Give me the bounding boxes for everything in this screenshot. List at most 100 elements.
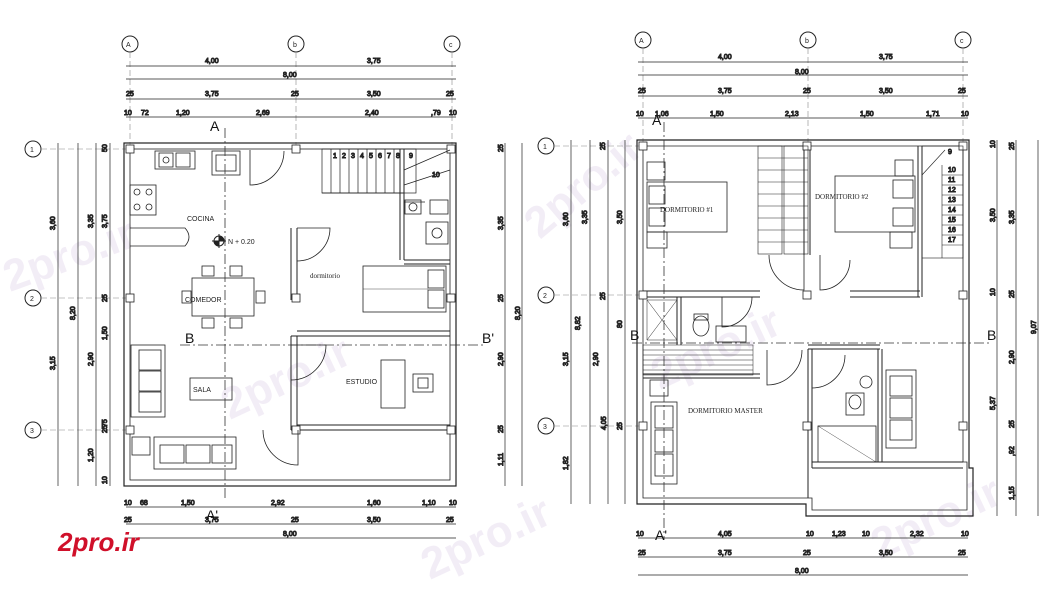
dim-text: 1,71 (926, 111, 940, 118)
grid-row-2: 2 (543, 293, 547, 300)
dim-text: 4,00 (718, 54, 732, 61)
section-label-a-prime: A' (206, 507, 218, 523)
step-number: 8 (396, 153, 400, 160)
bedroom-2-furniture (834, 159, 916, 249)
step-number: 7 (387, 153, 391, 160)
doors (721, 254, 851, 389)
left-floor-plan: A b c 1 2 3 4,00 3,75 8,00 25 3,75 25 3,… (24, 35, 523, 539)
kitchen-fixtures (129, 150, 241, 247)
step-number: 2 (342, 153, 346, 160)
step-number: 13 (948, 197, 956, 204)
dim-text: 25 (600, 142, 607, 150)
step-number: 6 (378, 153, 382, 160)
room-label-study: ESTUDIO (346, 379, 378, 386)
grid-col-b: b (293, 42, 297, 49)
section-lines (632, 122, 990, 540)
dim-text: 25 (1009, 142, 1016, 150)
dim-text: 1,50 (102, 326, 109, 340)
exterior-wall (123, 142, 457, 487)
dim-text: 25 (638, 550, 646, 557)
right-dimensions (504, 143, 523, 486)
dim-text: 2,90 (498, 352, 505, 366)
dim-text: 25 (446, 517, 454, 524)
dim-text: 1,50 (860, 111, 874, 118)
dim-text: 1,60 (367, 500, 381, 507)
dim-text: 1,82 (563, 456, 570, 470)
dim-text: 10 (124, 110, 132, 117)
step-number: 1 (333, 153, 337, 160)
step-number: 5 (369, 153, 373, 160)
exterior-wall-inner (129, 148, 451, 481)
section-label-b: B (185, 330, 194, 346)
grid-col-c: c (960, 38, 964, 45)
right-floor-plan: A b c 1 2 3 4,00 3,75 8,00 25 3,75 25 3,… (537, 31, 1039, 576)
dim-text: 10 (990, 288, 997, 296)
dim-text: 10 (124, 500, 132, 507)
section-label-a: A (652, 112, 662, 128)
dim-text: 1,50 (181, 500, 195, 507)
step-number: 12 (948, 187, 956, 194)
dim-text: 2,92 (271, 500, 285, 507)
step-number: 3 (351, 153, 355, 160)
dim-text: 25 (102, 294, 109, 302)
dim-text: 2,32 (910, 531, 924, 538)
step-number: 16 (948, 227, 956, 234)
step-number: 17 (948, 237, 956, 244)
structural-columns (125, 144, 456, 435)
dim-text: 2,90 (1009, 350, 1016, 364)
dim-text: 1,15 (1009, 486, 1016, 500)
dim-text: 1,20 (176, 110, 190, 117)
side-stair (921, 145, 964, 259)
dim-text: 10 (636, 531, 644, 538)
dim-text: 8,00 (795, 69, 809, 76)
level-marker (212, 234, 226, 248)
dim-text: 3,60 (563, 212, 570, 226)
dining-table (181, 265, 266, 329)
dim-text: 1,06 (655, 111, 669, 118)
dim-text: 25 (617, 422, 624, 430)
dim-text: 25 (498, 144, 505, 152)
dim-text: 3,75 (718, 88, 732, 95)
watermark-text: 2pro.ir (214, 327, 359, 429)
dim-text: 2,69 (256, 110, 270, 117)
dim-text: 10 (961, 111, 969, 118)
dim-text: 10 (961, 531, 969, 538)
top-dimensions (638, 61, 968, 119)
section-label-a-prime: A' (655, 527, 667, 543)
dim-text: 25 (958, 550, 966, 557)
step-number: 9 (948, 149, 952, 156)
dim-text: 3,50 (879, 88, 893, 95)
section-label-b: B (630, 327, 639, 343)
section-label-b-prime: B (987, 327, 996, 343)
grid-row-3: 3 (30, 428, 34, 435)
dim-text: 3,50 (617, 210, 624, 224)
dim-text: 8,00 (283, 72, 297, 79)
watermark-text: 2pro.ir (644, 297, 789, 399)
exterior-wall (636, 139, 974, 517)
dim-text: 80 (617, 320, 624, 328)
grid-col-a: A (639, 38, 644, 45)
dim-text: 75 (102, 419, 109, 427)
dim-text: 25 (638, 88, 646, 95)
dim-text: 50 (102, 144, 109, 152)
dim-text: 2,90 (593, 352, 600, 366)
hall-stair (642, 344, 754, 376)
dim-text: 3,75 (367, 58, 381, 65)
grid-col-c: c (449, 42, 453, 49)
dim-text: 3,50 (879, 550, 893, 557)
dim-text: 25 (446, 91, 454, 98)
dim-text: 3,35 (88, 214, 95, 228)
step-number: 10 (432, 172, 440, 179)
section-label-b-prime: B' (482, 330, 494, 346)
dim-text: 4,00 (205, 58, 219, 65)
dim-text: 4,05 (718, 531, 732, 538)
grid-col-b: b (805, 38, 809, 45)
dim-text: 3,15 (50, 356, 57, 370)
grid-row-2: 2 (30, 296, 34, 303)
dim-text: 2,40 (365, 110, 379, 117)
dim-text: 1,50 (710, 111, 724, 118)
living-room-furniture (130, 344, 237, 470)
dim-text: 10 (636, 111, 644, 118)
dim-text: ,92 (1009, 446, 1016, 456)
dim-text: 3,50 (367, 517, 381, 524)
